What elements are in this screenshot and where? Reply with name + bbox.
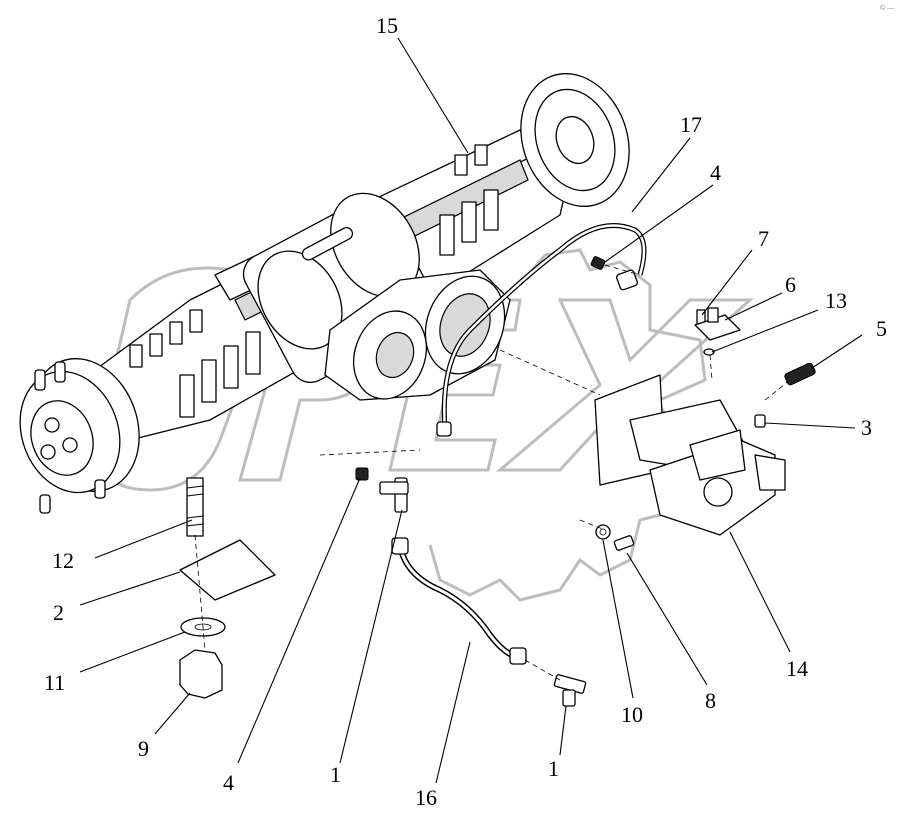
hydraulic-unit [594,374,786,536]
axle-fins-right [439,144,499,256]
differential-gearbox [324,269,511,401]
plate-6-nipple [707,307,719,323]
callout-1-right: 1 [548,756,559,781]
assembly-lines [194,264,791,681]
callouts: 15 17 4 7 6 13 5 3 12 2 11 9 4 1 16 1 10… [44,13,887,810]
callout-16: 16 [415,785,437,810]
axle-housing [94,127,576,441]
callout-17: 17 [680,112,702,137]
callout-11: 11 [44,670,65,695]
callout-9: 9 [138,736,149,761]
o-ring-13 [703,348,715,356]
leader-lines [79,37,863,784]
left-wheel-hub [19,358,140,514]
fitting-5 [784,362,816,386]
corner-mark: © — [880,4,894,12]
callout-15: 15 [376,13,398,38]
callout-12: 12 [52,548,74,573]
fitting-4-upper [590,256,606,270]
fitting-4-lower [355,467,369,481]
callout-2: 2 [53,600,64,625]
callout-4-lower: 4 [223,770,234,795]
plate-2 [179,539,276,601]
callout-5: 5 [876,316,887,341]
bolt-8 [613,535,635,551]
right-wheel-hub [520,73,630,207]
callout-7: 7 [758,226,769,251]
callout-14: 14 [786,656,808,681]
fitting-3 [754,414,766,428]
callout-3: 3 [861,415,872,440]
callout-6: 6 [785,272,796,297]
callout-10: 10 [621,702,643,727]
hose-end-fitting [436,421,452,437]
axle-fins-left [129,309,261,418]
callout-4-upper: 4 [710,160,721,185]
callout-13: 13 [825,288,847,313]
callout-1-left: 1 [330,762,341,787]
nut-9 [179,649,223,699]
hose-elbow-fitting [616,269,638,291]
callout-8: 8 [705,688,716,713]
